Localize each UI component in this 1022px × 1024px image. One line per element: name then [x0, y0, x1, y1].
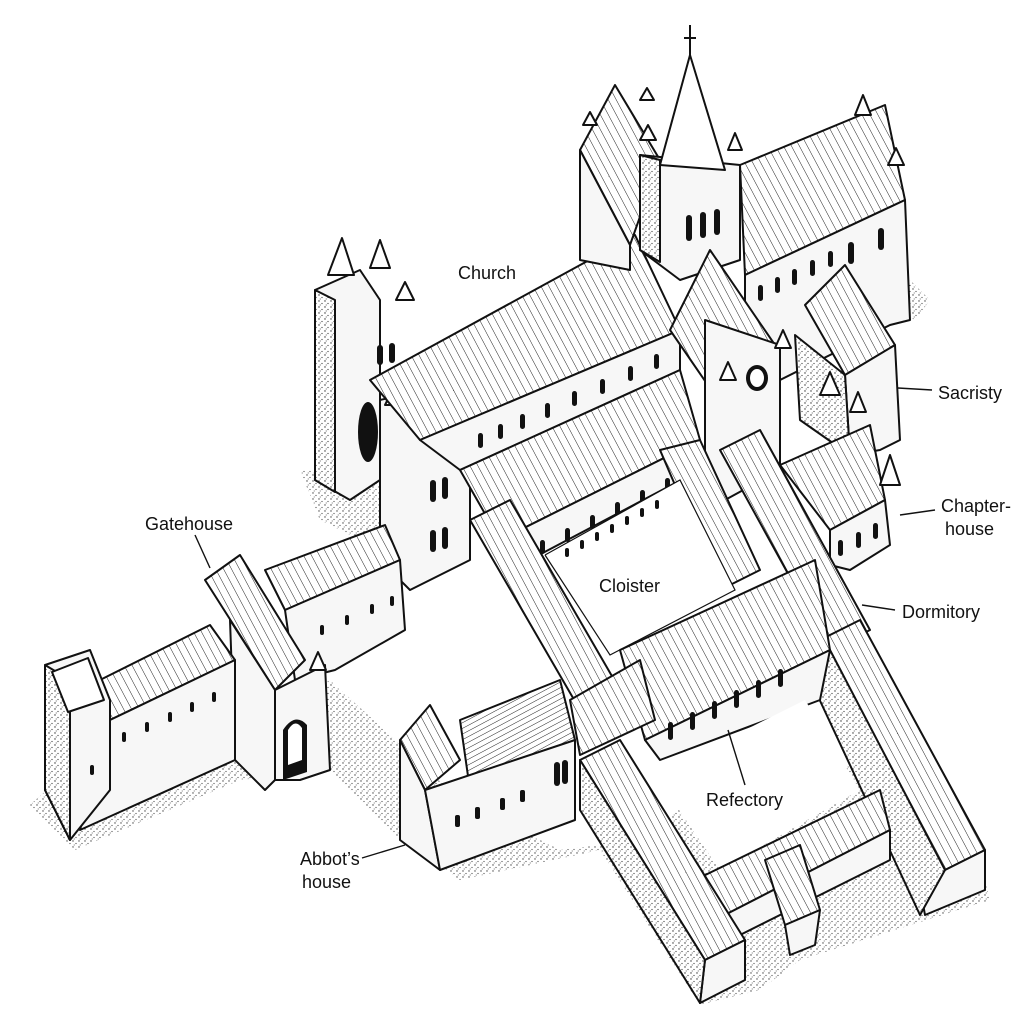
outer-west-range [44, 624, 236, 841]
label-chapter-house-line1: Chapter- [941, 496, 1011, 516]
label-abbots-house-line1: Abbot’s [300, 849, 360, 869]
sacristy-leader [897, 387, 933, 391]
cloister-arcade [565, 500, 659, 557]
dormitory-leader [861, 604, 896, 611]
label-cloister: Cloister [599, 576, 660, 596]
label-dormitory: Dormitory [902, 602, 980, 622]
label-chapter-house-line2: house [945, 519, 994, 539]
label-gatehouse: Gatehouse [145, 514, 233, 534]
refectory-building [579, 559, 891, 1004]
label-abbots-house-line2: house [302, 872, 351, 892]
refectory-windows [668, 669, 783, 740]
chapter-house-leader [899, 509, 936, 516]
refectory-leader [727, 729, 746, 786]
west-range-windows [90, 692, 216, 775]
chapter-house-building [779, 424, 901, 571]
gatehouse-leader [194, 534, 211, 569]
gatehouse-building [204, 524, 406, 791]
abbots-house-building [399, 659, 656, 871]
abbots-house-leader [361, 844, 406, 859]
leader-lines [194, 387, 936, 859]
labels: Church Sacristy Chapter- house Gatehouse… [145, 263, 1011, 892]
cloister-court [469, 439, 761, 711]
label-sacristy: Sacristy [938, 383, 1002, 403]
label-church: Church [458, 263, 516, 283]
choir-windows [758, 228, 884, 301]
clerestory-windows [478, 354, 659, 448]
label-refectory: Refectory [706, 790, 783, 810]
abbots-house-windows [455, 760, 568, 827]
dormitory-building [719, 429, 986, 916]
